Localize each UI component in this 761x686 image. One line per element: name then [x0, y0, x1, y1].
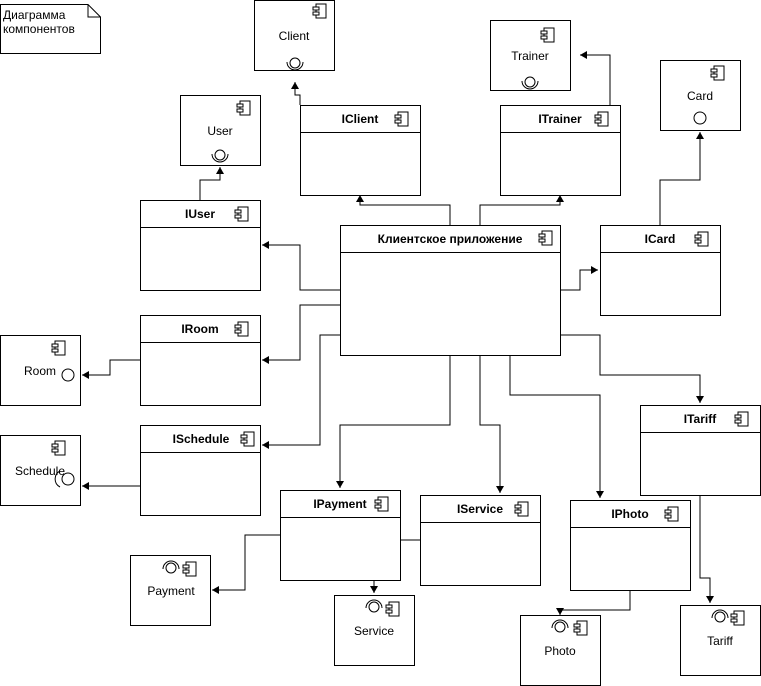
component-icon — [664, 506, 679, 522]
interface-socket-icon — [521, 76, 539, 90]
component-icon — [734, 411, 749, 427]
interface-ischedule: ISchedule — [140, 425, 261, 516]
component-user: User — [180, 95, 261, 166]
edge-app-iservice — [479, 355, 504, 493]
component-icon — [514, 501, 529, 517]
component-icon — [540, 27, 555, 43]
interface-iclient-label: IClient — [342, 112, 379, 126]
interface-socket-icon — [365, 599, 383, 613]
component-service-label: Service — [354, 624, 394, 638]
edge-app-icard — [560, 266, 598, 291]
edge-app-itariff — [560, 334, 704, 403]
note-line-1: Диаграмма — [3, 8, 66, 22]
component-photo: Photo — [520, 615, 601, 686]
component-icon — [385, 601, 400, 617]
interface-iphoto-label: IPhoto — [611, 507, 648, 521]
interface-icard: ICard — [600, 225, 721, 316]
component-icon — [538, 230, 553, 246]
component-client: Client — [254, 0, 335, 71]
component-icon — [710, 65, 725, 81]
component-icon — [594, 111, 609, 127]
edge-itariff-tariff — [699, 495, 714, 603]
component-icon — [234, 321, 249, 337]
interface-itrainer: ITrainer — [500, 105, 621, 196]
interface-iuser: IUser — [140, 200, 261, 291]
edge-iclient-client — [291, 82, 301, 105]
component-card: Card — [660, 60, 741, 131]
interface-iservice: IService — [420, 495, 541, 586]
edge-app-ipayment — [336, 355, 451, 488]
component-room-label: Room — [24, 364, 56, 378]
component-service: Service — [334, 595, 415, 666]
component-icon — [573, 620, 588, 636]
component-icon — [312, 3, 327, 19]
interface-icard-label: ICard — [645, 232, 676, 246]
interface-socket-icon — [711, 609, 729, 623]
interface-itariff: ITariff — [640, 405, 761, 496]
component-icon — [51, 340, 66, 356]
interface-iroom: IRoom — [140, 315, 261, 406]
component-schedule-label: Schedule — [15, 464, 65, 478]
interface-socket-icon — [162, 560, 180, 574]
interface-socket-icon — [286, 57, 304, 71]
edge-app-itrainer — [479, 195, 564, 225]
component-payment-label: Payment — [147, 584, 195, 598]
edge-app-iphoto — [509, 355, 604, 498]
edge-app-iuser — [262, 241, 340, 291]
component-icon — [234, 206, 249, 222]
edge-ipayment-payment — [212, 534, 280, 594]
component-schedule: Schedule — [0, 435, 81, 506]
component-tariff-label: Tariff — [707, 634, 733, 648]
interface-socket-icon — [693, 111, 707, 125]
component-photo-label: Photo — [544, 644, 576, 658]
edge-icard-card — [659, 132, 704, 225]
interface-iroom-label: IRoom — [181, 322, 218, 336]
interface-itrainer-label: ITrainer — [538, 112, 582, 126]
interface-iphoto: IPhoto — [570, 500, 691, 591]
interface-ipayment: IPayment — [280, 490, 401, 581]
edge-iuser-user — [199, 167, 224, 200]
edge-iphoto-photo — [556, 590, 631, 615]
diagram-note: Диаграмма компонентов — [0, 4, 101, 54]
edge-app-iroom — [262, 304, 340, 364]
interface-ipayment-label: IPayment — [313, 497, 366, 511]
component-trainer-label: Trainer — [511, 49, 549, 63]
component-client-label: Client — [279, 29, 310, 43]
component-user-label: User — [207, 124, 232, 138]
component-icon — [236, 100, 251, 116]
component-tariff: Tariff — [680, 605, 761, 676]
edge-itrainer-trainer — [580, 51, 611, 105]
component-card-label: Card — [687, 89, 713, 103]
note-line-2: компонентов — [3, 22, 75, 36]
interface-socket-icon — [54, 470, 75, 488]
component-icon — [694, 231, 709, 247]
interface-socket-icon — [211, 149, 229, 163]
component-trainer: Trainer — [490, 20, 571, 91]
client-app: Клиентское приложение — [340, 225, 561, 356]
interface-iuser-label: IUser — [185, 207, 215, 221]
component-room: Room — [0, 335, 81, 406]
edge-iroom-room — [82, 359, 140, 379]
interface-iservice-label: IService — [457, 502, 503, 516]
interface-socket-icon — [551, 619, 569, 633]
component-icon — [51, 440, 66, 456]
component-icon — [394, 111, 409, 127]
edge-app-ischedule — [262, 334, 340, 449]
interface-ischedule-label: ISchedule — [173, 432, 230, 446]
component-payment: Payment — [130, 555, 211, 626]
edge-app-iclient — [356, 195, 451, 225]
interface-socket-icon — [61, 368, 75, 382]
component-icon — [374, 496, 389, 512]
component-icon — [240, 431, 255, 447]
interface-itariff-label: ITariff — [684, 412, 717, 426]
component-icon — [182, 561, 197, 577]
client-app-label: Клиентское приложение — [378, 232, 523, 246]
component-icon — [730, 610, 745, 626]
interface-iclient: IClient — [300, 105, 421, 196]
